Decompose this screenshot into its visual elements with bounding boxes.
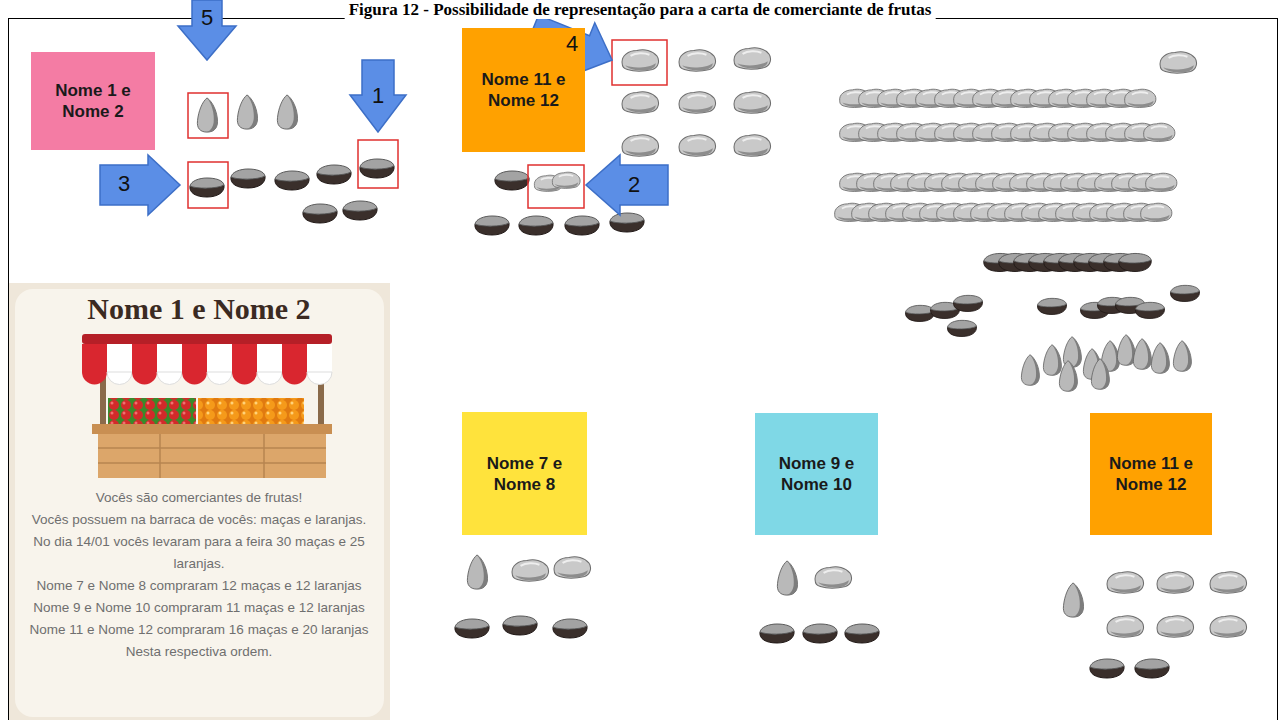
card-text: Nesta respectiva ordem. <box>16 641 382 663</box>
callout-arrows <box>100 0 668 215</box>
rock <box>495 171 529 190</box>
card-text: Nome 11 e Nome 12 compraram 16 maças e 2… <box>16 619 382 641</box>
rock <box>815 567 851 588</box>
callout-number: 3 <box>118 172 130 196</box>
callout-number: 4 <box>566 32 578 56</box>
rock <box>622 135 658 156</box>
sticky-note: Nome 11 e Nome 12 <box>1090 413 1212 535</box>
rock <box>343 201 377 220</box>
name-label: Nome 9 e Nome 10 <box>765 453 868 495</box>
rock <box>905 305 934 321</box>
rock <box>622 92 658 113</box>
rock <box>1157 616 1193 637</box>
name-label: Nome 1 e Nome 2 <box>41 80 145 122</box>
rock <box>777 561 797 595</box>
rock <box>679 50 715 71</box>
rock <box>1037 298 1066 314</box>
rock <box>512 560 548 581</box>
rock <box>554 557 590 578</box>
rock <box>1160 52 1196 73</box>
market-stall <box>82 334 332 478</box>
rock <box>1151 343 1169 374</box>
rock <box>1021 355 1039 386</box>
rock <box>231 169 265 188</box>
rock <box>953 295 982 311</box>
rock <box>237 95 257 129</box>
rock <box>1210 572 1246 593</box>
rock <box>455 619 489 638</box>
rock <box>610 213 644 232</box>
rock <box>1107 616 1143 637</box>
rock <box>1157 572 1193 593</box>
rock <box>760 624 794 643</box>
rock <box>553 619 587 638</box>
rock <box>1059 361 1077 392</box>
rock <box>317 165 351 184</box>
rock <box>679 135 715 156</box>
callout-number: 5 <box>201 6 213 30</box>
rock <box>1125 89 1156 107</box>
card-text: Vocês possuem na barraca de vocês: maças… <box>16 509 382 531</box>
rock <box>1210 616 1246 637</box>
rock <box>1133 339 1151 370</box>
rock <box>845 624 879 643</box>
card-text: No dia 14/01 vocês levaram para a feira … <box>16 531 382 575</box>
card-background <box>9 283 390 720</box>
rock <box>277 95 297 129</box>
figure-frame <box>9 19 1278 720</box>
rock <box>565 216 599 235</box>
rock <box>1141 203 1172 221</box>
rock <box>622 50 658 71</box>
rock <box>275 171 309 190</box>
rock <box>552 172 580 188</box>
name-label: Nome 11 e Nome 12 <box>472 69 575 111</box>
rock <box>1063 583 1083 617</box>
instruction-card: Nome 1 e Nome 2 Vocês são comerciantes de… <box>8 283 390 720</box>
rock <box>1135 302 1164 318</box>
rock <box>734 135 770 156</box>
name-label: Nome 11 e Nome 12 <box>1100 453 1202 495</box>
rock <box>734 92 770 113</box>
card-text: Nome 7 e Nome 8 compraram 12 maças e 12 … <box>16 575 382 597</box>
rock <box>1107 572 1143 593</box>
rock <box>947 320 976 336</box>
rock <box>679 92 715 113</box>
rock <box>1090 659 1124 678</box>
rock <box>467 555 487 589</box>
sticky-note: Nome 7 e Nome 8 <box>462 412 587 535</box>
rock <box>360 159 394 178</box>
rock <box>475 216 509 235</box>
rock <box>803 624 837 643</box>
rock <box>519 216 553 235</box>
card-text: Nome 9 e Nome 10 compraram 11 maças e 12… <box>16 597 382 619</box>
rock <box>197 98 217 132</box>
rock <box>303 204 337 223</box>
rock <box>1117 335 1135 366</box>
rock <box>1146 173 1177 191</box>
card-heading: Nome 1 e Nome 2 <box>16 291 382 327</box>
rock <box>1144 123 1175 141</box>
rock <box>1043 345 1061 376</box>
card-text: Vocês são comerciantes de frutas! <box>16 487 382 509</box>
rock <box>1173 341 1191 372</box>
sticky-note: Nome 1 e Nome 2 <box>31 52 155 150</box>
sticky-note: Nome 9 e Nome 10 <box>755 413 878 535</box>
rock <box>503 616 537 635</box>
name-label: Nome 7 e Nome 8 <box>472 453 577 495</box>
callout-number: 2 <box>628 173 640 197</box>
callout-number: 1 <box>372 84 384 108</box>
figure-title: Figura 12 - Possibilidade de representaç… <box>345 0 936 19</box>
rock <box>734 48 770 69</box>
rock <box>1135 659 1169 678</box>
rock <box>1170 285 1199 301</box>
rock <box>1091 359 1109 390</box>
rock <box>190 178 224 197</box>
rock <box>1119 253 1151 271</box>
